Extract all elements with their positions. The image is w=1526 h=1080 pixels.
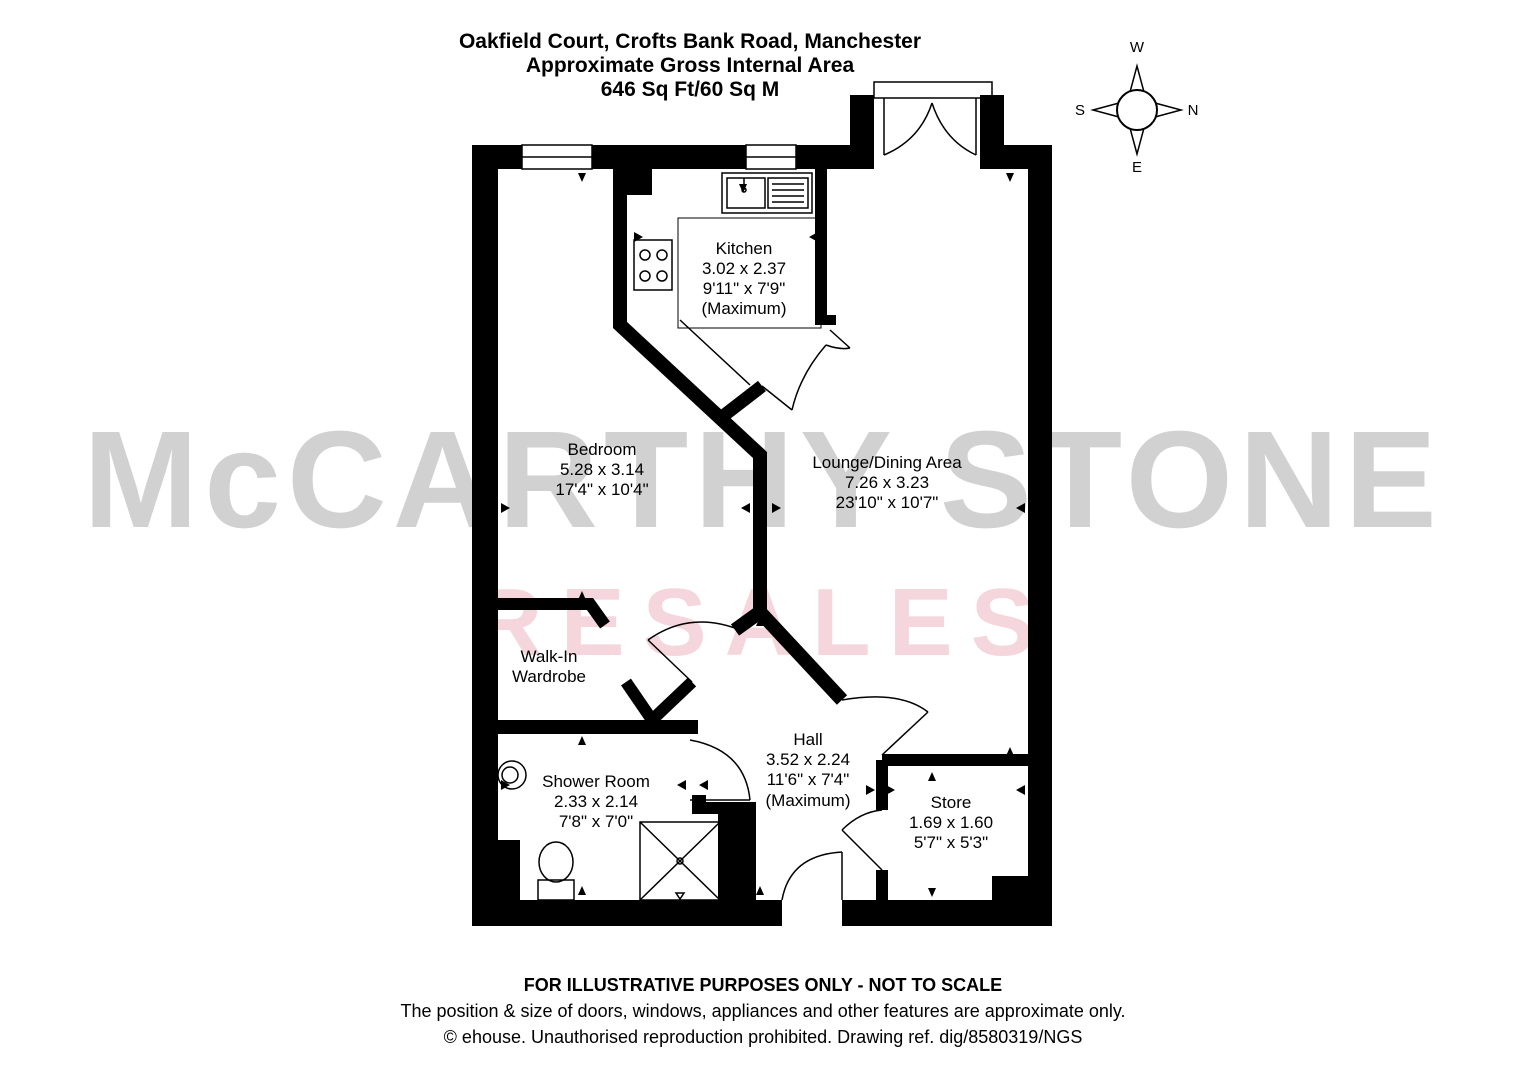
shower-fittings xyxy=(497,760,721,901)
area-subtitle: Approximate Gross Internal Area xyxy=(525,54,855,77)
address-title: Oakfield Court, Crofts Bank Road, Manche… xyxy=(458,30,922,53)
basin-icon xyxy=(497,760,527,790)
wardrobe-name-2: Wardrobe xyxy=(512,667,586,686)
bedroom-imperial: 17'4" x 10'4" xyxy=(555,480,648,499)
hall-imperial: 11'6" x 7'4" xyxy=(767,770,850,789)
hall-note: (Maximum) xyxy=(766,791,851,810)
kitchen-fittings xyxy=(633,172,822,329)
shower-metric: 2.33 x 2.14 xyxy=(554,792,638,811)
outer-walls xyxy=(472,81,1052,926)
compass-south: S xyxy=(1075,102,1085,119)
sink-icon xyxy=(721,172,813,214)
room-shower: Shower Room 2.33 x 2.14 7'8" x 7'0" xyxy=(542,772,650,831)
room-wardrobe: Walk-In Wardrobe xyxy=(512,647,586,686)
compass-north: N xyxy=(1188,102,1199,119)
compass-east: E xyxy=(1132,159,1142,176)
plan-header: Oakfield Court, Crofts Bank Road, Manche… xyxy=(380,30,1000,102)
toilet-icon xyxy=(537,879,575,901)
kitchen-imperial: 9'11" x 7'9" xyxy=(703,279,786,298)
disclaimer-text: FOR ILLUSTRATIVE PURPOSES ONLY - NOT TO … xyxy=(523,975,1003,995)
bedroom-metric: 5.28 x 3.14 xyxy=(560,460,644,479)
hall-name: Hall xyxy=(793,730,822,749)
room-hall: Hall 3.52 x 2.24 11'6" x 7'4" (Maximum) xyxy=(766,730,851,810)
hall-metric: 3.52 x 2.24 xyxy=(766,750,850,769)
wardrobe-name-1: Walk-In xyxy=(521,647,578,666)
kitchen-metric: 3.02 x 2.37 xyxy=(702,259,786,278)
store-name: Store xyxy=(931,793,972,812)
balcony-doors xyxy=(883,98,977,156)
kitchen-note: (Maximum) xyxy=(702,299,787,318)
bedroom-name: Bedroom xyxy=(568,440,637,459)
door-swings xyxy=(647,319,929,901)
store-metric: 1.69 x 1.60 xyxy=(909,813,993,832)
compass-icon: W E S N xyxy=(1075,39,1198,176)
area-value: 646 Sq Ft/60 Sq M xyxy=(600,78,780,101)
room-lounge: Lounge/Dining Area 7.26 x 3.23 23'10" x … xyxy=(812,453,962,512)
plan-footer: FOR ILLUSTRATIVE PURPOSES ONLY - NOT TO … xyxy=(0,972,1526,1050)
shower-imperial: 7'8" x 7'0" xyxy=(559,812,633,831)
store-imperial: 5'7" x 5'3" xyxy=(914,833,988,852)
approximation-note: The position & size of doors, windows, a… xyxy=(400,1001,1126,1021)
lounge-metric: 7.26 x 3.23 xyxy=(845,473,929,492)
room-store: Store 1.69 x 1.60 5'7" x 5'3" xyxy=(909,793,993,852)
hob-icon xyxy=(633,239,673,291)
lounge-name: Lounge/Dining Area xyxy=(812,453,962,472)
measurement-arrows xyxy=(501,173,1025,897)
room-kitchen: Kitchen 3.02 x 2.37 9'11" x 7'9" (Maximu… xyxy=(702,239,787,318)
compass-west: W xyxy=(1130,39,1145,56)
kitchen-name: Kitchen xyxy=(716,239,773,258)
room-bedroom: Bedroom 5.28 x 3.14 17'4" x 10'4" xyxy=(555,440,648,499)
lounge-imperial: 23'10" x 10'7" xyxy=(836,493,939,512)
shower-name: Shower Room xyxy=(542,772,650,791)
copyright-text: © ehouse. Unauthorised reproduction proh… xyxy=(443,1027,1083,1047)
